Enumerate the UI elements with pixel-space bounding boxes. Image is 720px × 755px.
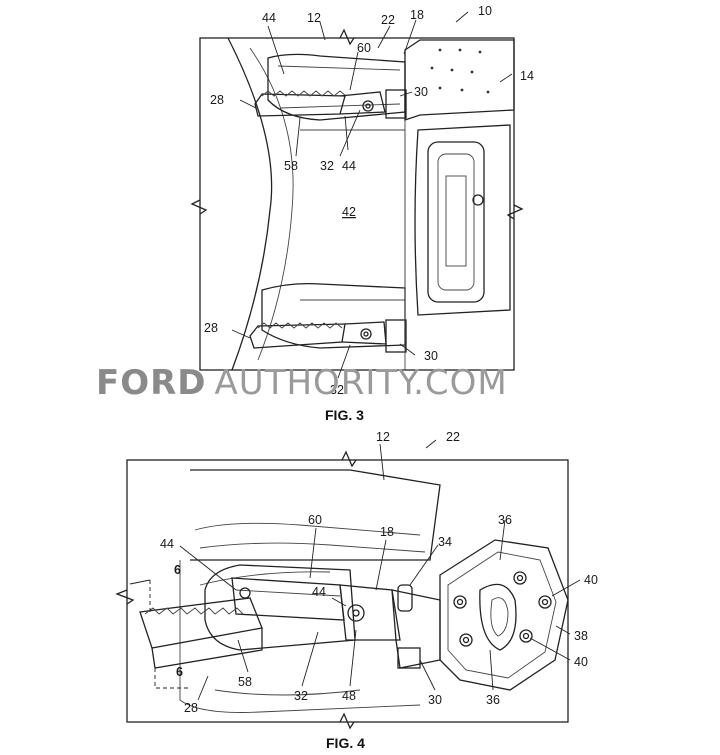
fig4-arm <box>231 577 345 621</box>
fig4-label-32: 32 <box>294 689 308 703</box>
fig4-frame <box>126 459 569 723</box>
fig3-label-44: 44 <box>262 11 276 25</box>
fig4-break-bottom <box>339 712 355 730</box>
fig4-label-12: 12 <box>376 430 390 444</box>
fig3-frame <box>199 37 515 371</box>
fig3-label-28-upper: 28 <box>210 93 224 107</box>
fig4-label-30: 30 <box>428 693 442 707</box>
fig3-break-left <box>190 199 208 215</box>
fig3-break-top <box>339 28 355 46</box>
fig4-label-6-upper: 6 <box>174 563 181 577</box>
fig3-label-22: 22 <box>381 13 395 27</box>
fig4-label-60: 60 <box>308 513 322 527</box>
watermark-rest: AUTHORITY.COM <box>215 363 508 403</box>
watermark-brand: FORD <box>96 363 207 403</box>
fig3-label-32-lower: 32 <box>330 383 344 397</box>
fig4-step <box>139 597 263 649</box>
fig4-hinge <box>339 584 401 641</box>
fig3-label-30-lower: 30 <box>424 349 438 363</box>
fig3-label-42: 42 <box>342 205 356 219</box>
fig4-label-34: 34 <box>438 535 452 549</box>
fig3-label-18: 18 <box>410 8 424 22</box>
fig4-label-48: 48 <box>342 689 356 703</box>
fig4-label-44-left: 44 <box>160 537 174 551</box>
fig3-tail-light <box>414 124 511 316</box>
fig4-bracket <box>439 539 569 691</box>
fig4-labels: 12 22 60 18 44 34 6 44 36 40 38 40 30 36… <box>160 430 598 715</box>
fig3-upper-step <box>254 93 346 117</box>
fig4-leaders <box>129 439 581 701</box>
fig4-label-6-lower: 6 <box>176 665 183 679</box>
fig4-label-36-upper: 36 <box>498 513 512 527</box>
fig4-drawing <box>115 450 569 730</box>
fig3-drawing <box>190 28 524 371</box>
fig4-break-left <box>115 589 135 605</box>
fig3-label-28-lower: 28 <box>204 321 218 335</box>
fig4-label-36-lower: 36 <box>486 693 500 707</box>
fig3-label-60: 60 <box>357 41 371 55</box>
fig4-break-top <box>341 450 357 468</box>
fig3-label-32-upper: 32 <box>320 159 334 173</box>
fig4-label-22: 22 <box>446 430 460 444</box>
fig3-door-edge <box>227 37 273 371</box>
fig4-label-28: 28 <box>184 701 198 715</box>
fig3-label-58: 58 <box>284 159 298 173</box>
fig3-labels: 44 12 22 18 60 10 14 28 30 32 44 58 42 2… <box>204 4 534 397</box>
fig3-break-right <box>506 204 524 220</box>
fig4-body-side <box>179 560 421 713</box>
fig3-leaders <box>231 11 513 379</box>
fig3-label-14: 14 <box>520 69 534 83</box>
fig4-label-38: 38 <box>574 629 588 643</box>
fig4-door-panel <box>190 469 441 561</box>
fig3-label-44-lower: 44 <box>342 159 356 173</box>
fig3-label-10: 10 <box>478 4 492 18</box>
fig4-caption: FIG. 4 <box>326 735 365 751</box>
fig4-label-18: 18 <box>380 525 394 539</box>
fig4-label-40-lower: 40 <box>574 655 588 669</box>
fig3-label-12: 12 <box>307 11 321 25</box>
fig3-vehicle-body <box>404 39 515 121</box>
fig4-pivot <box>391 589 441 669</box>
fig4-label-40-upper: 40 <box>584 573 598 587</box>
fig4-label-58: 58 <box>238 675 252 689</box>
fig3-label-30-upper: 30 <box>414 85 428 99</box>
fig4-label-44-right: 44 <box>312 585 326 599</box>
fig4-bolts <box>453 571 552 647</box>
fig3-caption: FIG. 3 <box>325 407 364 423</box>
fig3-lower-step <box>249 323 346 349</box>
